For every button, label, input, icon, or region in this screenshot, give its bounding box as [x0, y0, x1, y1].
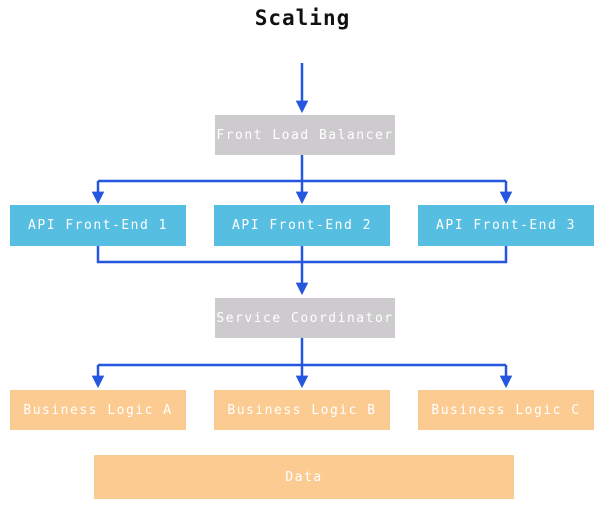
node-business-logic-b: Business Logic B	[214, 390, 390, 430]
node-business-logic-c: Business Logic C	[418, 390, 594, 430]
line-api-merge	[96, 246, 508, 264]
node-api-front-end-1: API Front-End 1	[10, 205, 186, 246]
diagram-title: Scaling	[254, 6, 351, 30]
node-data: Data	[94, 455, 514, 499]
node-api-front-end-2: API Front-End 2	[214, 205, 390, 246]
node-business-logic-a: Business Logic A	[10, 390, 186, 430]
node-front-load-balancer: Front Load Balancer	[215, 115, 395, 155]
node-service-coordinator: Service Coordinator	[215, 298, 395, 338]
node-api-front-end-3: API Front-End 3	[418, 205, 594, 246]
